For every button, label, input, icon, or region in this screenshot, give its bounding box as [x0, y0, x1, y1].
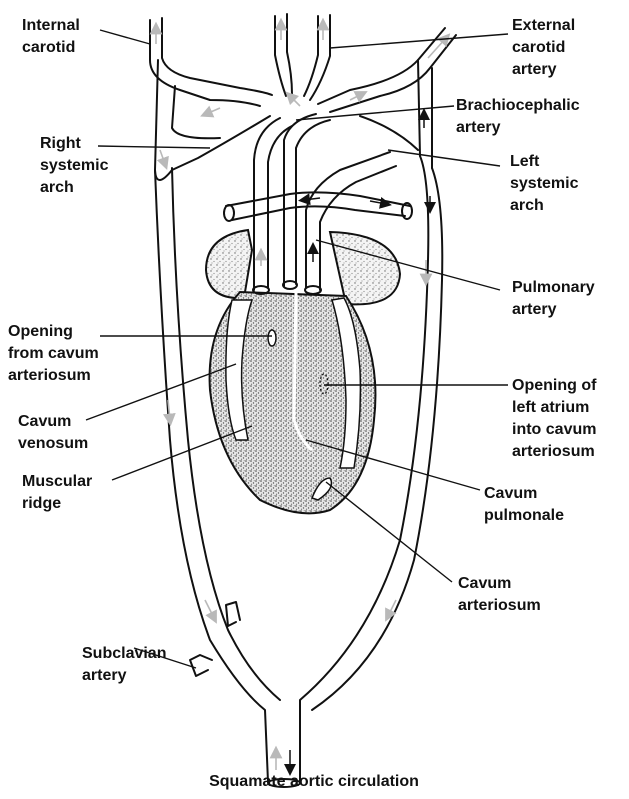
ventricle	[210, 292, 376, 513]
atria	[206, 230, 400, 304]
label-right-systemic-arch: Right systemic arch	[40, 135, 113, 196]
label-muscular-ridge: Muscular ridge	[22, 473, 97, 512]
label-brachiocephalic: Brachiocephalic artery	[456, 97, 584, 136]
label-opening-left-atrium: Opening of left atrium into cavum arteri…	[512, 377, 601, 460]
pulmonary-arms	[224, 192, 412, 221]
label-cavum-venosum: Cavum venosum	[18, 413, 88, 452]
label-left-systemic-arch: Left systemic arch	[510, 153, 583, 214]
label-cavum-pulmonale: Cavum pulmonale	[484, 485, 564, 524]
label-opening-from-cavum: Opening from cavum arteriosum	[8, 323, 103, 384]
label-subclavian-artery: Subclavian artery	[82, 645, 171, 684]
label-cavum-arteriosum: Cavum arteriosum	[458, 575, 541, 614]
label-external-carotid: External carotid artery	[512, 17, 580, 78]
label-internal-carotid: Internal carotid	[22, 17, 84, 56]
diagram-caption: Squamate aortic circulation	[209, 773, 419, 790]
label-pulmonary-artery: Pulmonary artery	[512, 279, 599, 318]
